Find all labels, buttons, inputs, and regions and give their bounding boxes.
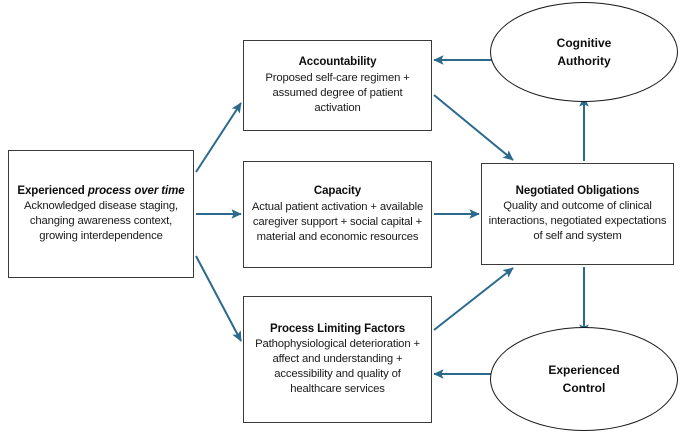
edge-limiting-to-negotiated: [433, 267, 514, 331]
node-body: Acknowledged disease staging, changing a…: [24, 200, 178, 243]
node-title-italic: process over time: [87, 184, 185, 197]
node-title-plain: Experienced: [17, 184, 88, 197]
node-cognitive-authority[interactable]: Cognitive Authority: [490, 2, 678, 102]
node-accountability[interactable]: Accountability Proposed self-care regime…: [243, 40, 432, 131]
ellipse-label-line2: Control: [562, 381, 606, 395]
node-body: Actual patient activation + available ca…: [251, 200, 424, 243]
edge-process-to-accountability: [195, 102, 242, 173]
ellipse-label-line1: Experienced: [548, 363, 620, 377]
ellipse-label-line1: Cognitive: [556, 36, 612, 50]
node-experienced-control[interactable]: Experienced Control: [490, 327, 678, 431]
node-process-limiting-factors[interactable]: Process Limiting Factors Pathophysiologi…: [243, 296, 432, 423]
node-body: Proposed self-care regimen + assumed deg…: [265, 71, 410, 114]
node-title: Process Limiting Factors: [270, 322, 405, 335]
edge-accountability-to-negotiated: [433, 94, 514, 161]
node-negotiated-obligations[interactable]: Negotiated Obligations Quality and outco…: [481, 163, 674, 265]
node-title: Accountability: [298, 56, 377, 69]
node-body: Pathophysiological deterioration + affec…: [255, 338, 420, 396]
edge-process-to-limiting: [195, 255, 242, 342]
node-experienced-process[interactable]: Experienced process over time Acknowledg…: [8, 150, 194, 278]
node-title: Capacity: [313, 185, 362, 198]
ellipse-label-line2: Authority: [557, 54, 611, 68]
node-body: Quality and outcome of clinical interact…: [488, 200, 667, 243]
node-title: Experienced process over time: [17, 184, 184, 199]
node-title: Negotiated Obligations: [515, 184, 640, 197]
node-capacity[interactable]: Capacity Actual patient activation + ava…: [243, 161, 432, 268]
